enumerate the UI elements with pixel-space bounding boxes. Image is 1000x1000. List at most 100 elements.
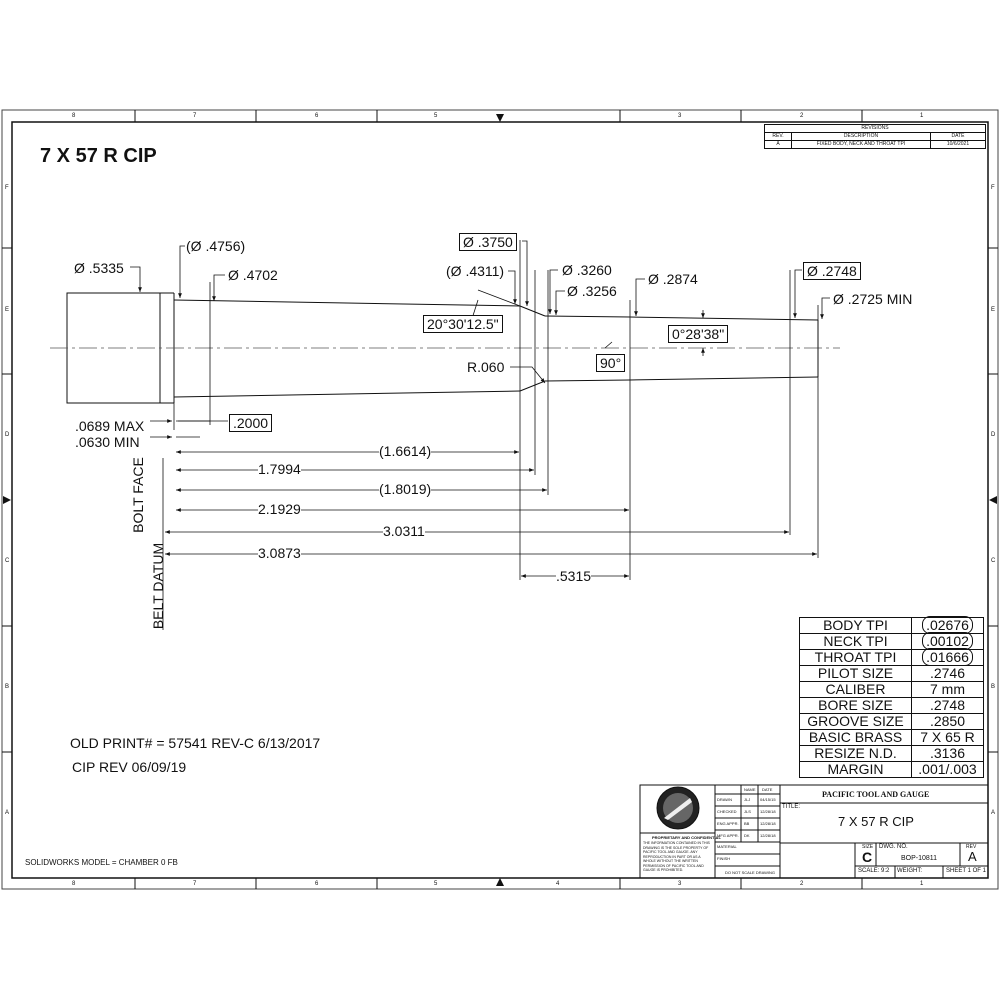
zone-label-right-b: B xyxy=(991,684,996,690)
material-label: MATERIAL xyxy=(717,844,737,849)
rev-col-header: REV. xyxy=(764,132,792,141)
spec-value-cell: .3136 xyxy=(911,745,984,762)
revisions-header: REVISIONS xyxy=(764,124,986,133)
zone-ticks xyxy=(2,110,998,889)
revisions-table: REVISIONS REV. DESCRIPTION DATE A FIXED … xyxy=(764,124,986,149)
company-logo xyxy=(656,786,700,830)
spec-row: MARGIN.001/.003 xyxy=(799,761,984,778)
zone-label-top-3: 3 xyxy=(678,113,682,119)
zone-label-bottom-1: 1 xyxy=(920,881,924,887)
finish-label: FINISH xyxy=(717,856,731,861)
dim-length-17994: 1.7994 xyxy=(258,461,301,477)
bolt-face-label: BOLT FACE xyxy=(129,457,146,533)
spec-value: .3136 xyxy=(929,745,966,761)
dim-diameter-4702: Ø .4702 xyxy=(228,267,278,283)
dim-length-30873: 3.0873 xyxy=(258,545,301,561)
zone-label-left-c: C xyxy=(5,558,10,564)
rev-date: 10/6/2021 xyxy=(930,140,986,149)
dim-diameter-5335: Ø .5335 xyxy=(74,260,124,276)
approval-name: JLJ xyxy=(744,797,751,802)
dwg-no-value: BOP-10811 xyxy=(901,855,938,862)
spec-row: BORE SIZE .2748 xyxy=(799,697,984,714)
spec-value-cell: .02676 xyxy=(911,616,984,634)
rev-label: REV xyxy=(966,844,977,850)
approval-name: BB xyxy=(744,821,750,826)
dim-diameter-3260: Ø .3260 xyxy=(562,262,612,278)
drawing-title: 7 X 57 R CIP xyxy=(40,145,157,167)
approval-date: 12/28/18 xyxy=(760,821,776,826)
leader-lines xyxy=(130,240,830,384)
zone-label-top-2: 2 xyxy=(800,113,804,119)
spec-value: 7 mm xyxy=(930,681,965,697)
spec-value-cell: 7 mm xyxy=(911,681,984,698)
zone-label-left-d: D xyxy=(5,432,10,438)
zone-label-bottom-8: 8 xyxy=(72,881,76,887)
dim-diameter-3750: Ø .3750 xyxy=(459,233,517,251)
desc-col-header: DESCRIPTION xyxy=(791,132,931,141)
zone-label-right-f: F xyxy=(991,185,995,191)
dim-rim-max: .0689 MAX xyxy=(75,418,145,434)
date-col-header: DATE xyxy=(930,132,986,141)
zone-label-right-e: E xyxy=(991,307,996,313)
zone-label-right-a: A xyxy=(991,810,996,816)
title-block-frame xyxy=(639,784,989,879)
spec-value: 7 X 65 R xyxy=(920,729,975,745)
rev-value: A xyxy=(968,849,977,864)
spec-value: .00102 xyxy=(922,632,973,650)
spec-label: PILOT SIZE xyxy=(799,665,912,682)
dim-length-16614: (1.6614) xyxy=(379,443,432,459)
dim-rim-min: .0630 MIN xyxy=(75,434,140,450)
rev-description: FIXED BODY, NECK AND THROAT TPI xyxy=(791,140,931,149)
dim-throat-angle: 0°28'38" xyxy=(668,325,729,343)
cip-rev-note: CIP REV 06/09/19 xyxy=(72,759,187,775)
center-mark-right xyxy=(989,496,997,504)
dimension-lines xyxy=(150,419,817,578)
center-mark-top xyxy=(496,114,504,122)
spec-row: PILOT SIZE .2746 xyxy=(799,665,984,682)
zone-label-top-5: 5 xyxy=(434,113,438,119)
proprietary-title: PROPRIETARY AND CONFIDENTIAL xyxy=(652,835,721,840)
dim-length-30311: 3.0311 xyxy=(383,523,425,539)
dim-length-5315: .5315 xyxy=(556,568,592,584)
spec-label: BODY TPI xyxy=(799,617,912,634)
dim-radius: R.060 xyxy=(467,359,505,375)
approval-role: DRAWN xyxy=(717,797,732,802)
spec-value-cell: .001/.003 xyxy=(911,761,984,778)
approval-date: 12/28/18 xyxy=(760,809,776,814)
spec-value: .02676 xyxy=(922,616,973,634)
company-name: PACIFIC TOOL AND GAUGE xyxy=(822,790,930,799)
spec-value-cell: 7 X 65 R xyxy=(911,729,984,746)
zone-label-bottom-6: 6 xyxy=(315,881,319,887)
dim-diameter-3256: Ø .3256 xyxy=(567,283,617,299)
zone-label-left-a: A xyxy=(5,810,10,816)
no-scale-note: DO NOT SCALE DRAWING xyxy=(725,870,776,875)
spec-row: NECK TPI .00102 xyxy=(799,632,984,650)
size-value: C xyxy=(862,849,873,865)
extension-lines xyxy=(162,240,819,630)
approval-date: 12/28/18 xyxy=(760,833,776,838)
spec-row: THROAT TPI.01666 xyxy=(799,648,984,666)
spec-label: THROAT TPI xyxy=(799,649,912,666)
spec-label: NECK TPI xyxy=(799,633,912,650)
spec-label: GROOVE SIZE xyxy=(799,713,912,730)
spec-row: GROOVE SIZE.2850 xyxy=(799,713,984,730)
dim-length-21929: 2.1929 xyxy=(258,501,301,517)
zone-label-bottom-5: 5 xyxy=(434,881,438,887)
date-header: DATE xyxy=(762,787,773,792)
dim-90-angle: 90° xyxy=(596,354,626,372)
spec-value: .2746 xyxy=(929,665,966,681)
dim-length-2000: .2000 xyxy=(229,414,273,432)
approval-role: MFG APPR. xyxy=(717,833,739,838)
spec-value: .2748 xyxy=(929,697,966,713)
spec-row: BODY TPI .02676 xyxy=(799,616,984,634)
spec-label: BORE SIZE xyxy=(799,697,912,714)
zone-label-right-c: C xyxy=(991,558,996,564)
dwg-no-label: DWG. NO. xyxy=(879,844,908,850)
outer-border xyxy=(1,109,999,890)
approval-role: ENG APPR. xyxy=(717,821,739,826)
approval-name: JLS xyxy=(744,809,751,814)
belt-datum-label: BELT DATUM xyxy=(150,542,167,630)
